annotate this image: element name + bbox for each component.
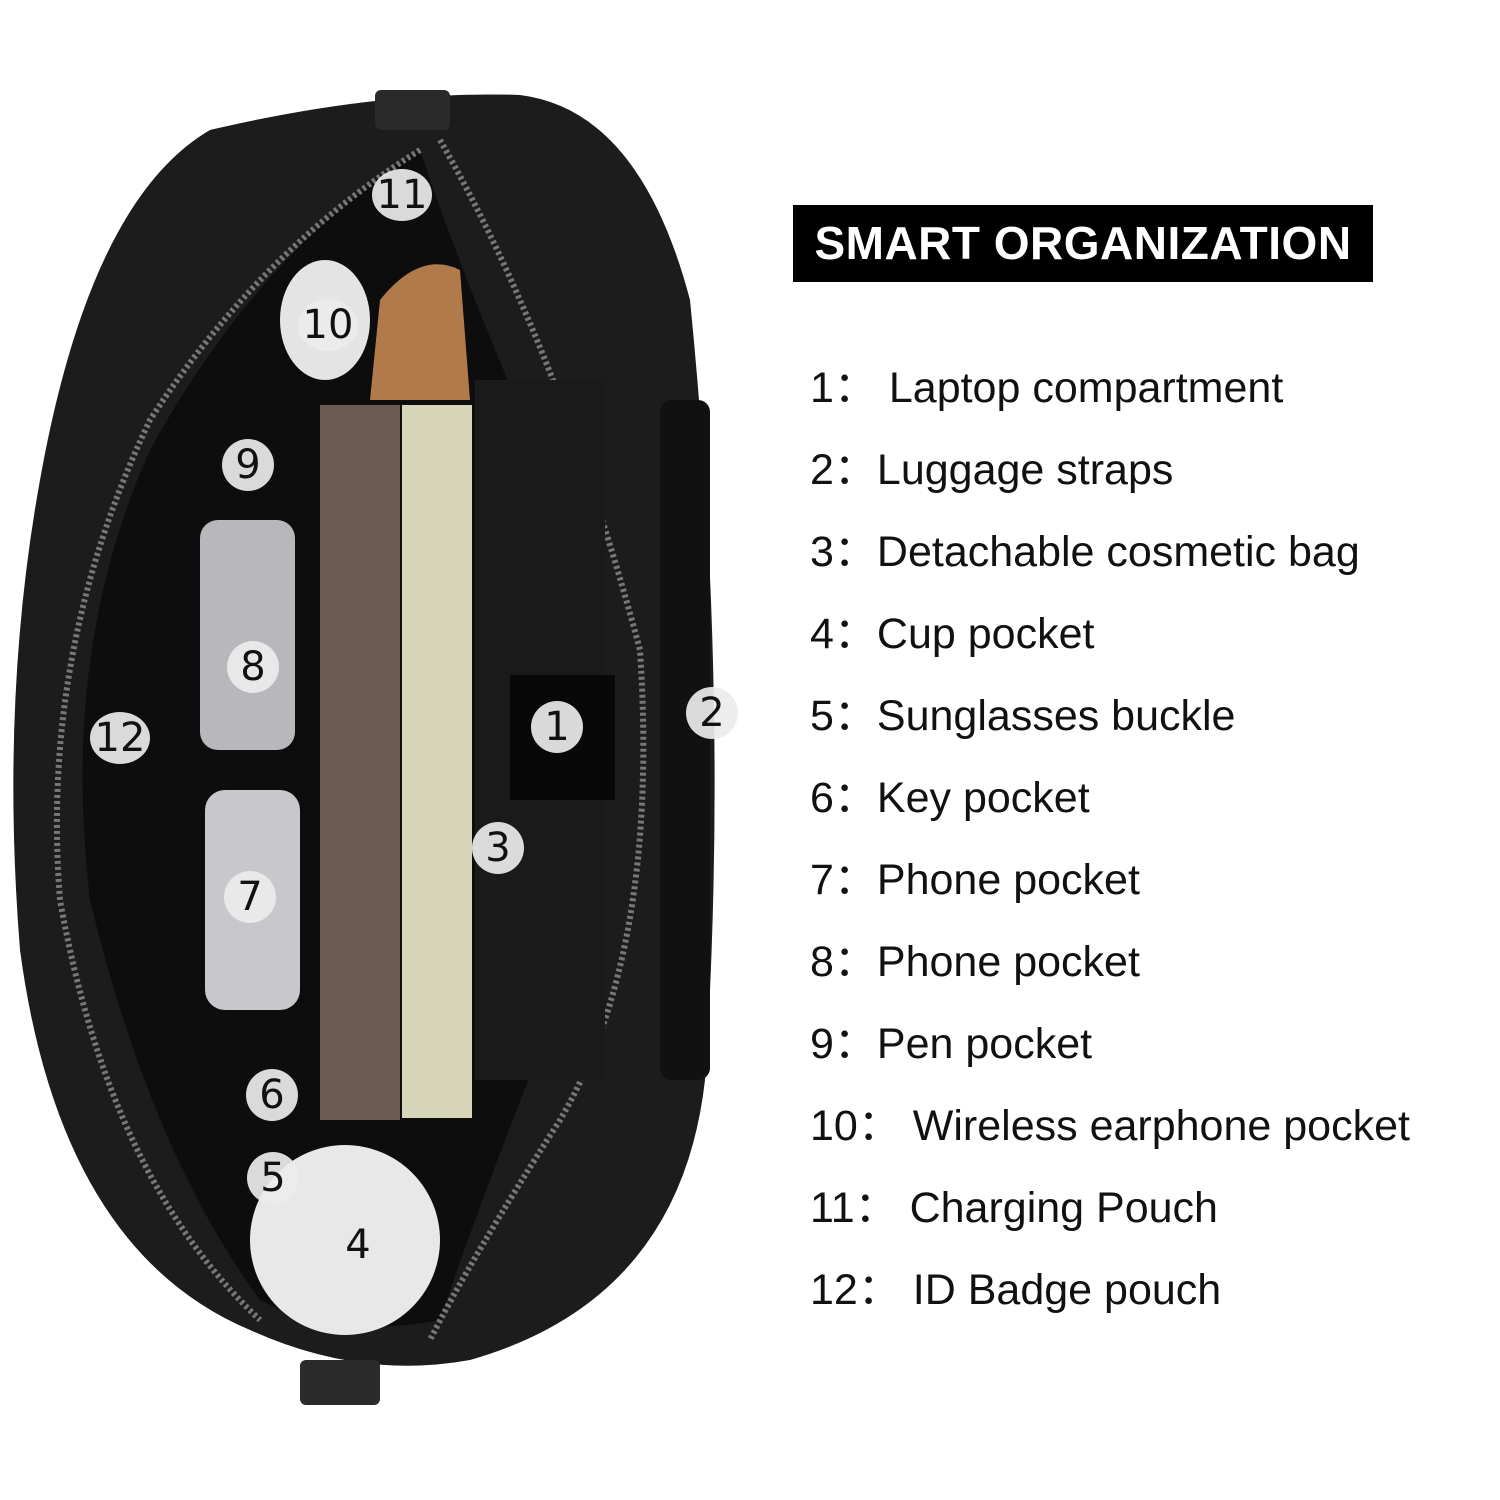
zipper-left <box>53 147 422 1323</box>
feature-item: 7：Phone pocket <box>810 855 1140 905</box>
marker-6: 6 <box>246 1069 298 1121</box>
phone-8 <box>200 520 295 750</box>
feature-number: 3： <box>810 528 877 576</box>
feature-number: 10： <box>810 1102 901 1150</box>
feature-item: 8：Phone pocket <box>810 937 1140 987</box>
feature-number: 7： <box>810 856 877 904</box>
feature-number: 1： <box>810 364 877 412</box>
feature-number: 12： <box>810 1266 901 1314</box>
brown-notebook <box>320 405 400 1120</box>
bottom-zipper-pull <box>300 1360 380 1405</box>
feature-label: Key pocket <box>876 774 1090 822</box>
marker-10: 10 <box>298 299 358 351</box>
feature-item: 11： Charging Pouch <box>810 1183 1218 1233</box>
feature-label: Detachable cosmetic bag <box>876 528 1360 576</box>
bag-photo <box>13 90 715 1405</box>
feature-item: 9：Pen pocket <box>810 1019 1092 1069</box>
feature-label: Cup pocket <box>876 610 1095 658</box>
feature-number: 4： <box>810 610 877 658</box>
feature-number: 6： <box>810 774 877 822</box>
feature-item: 2：Luggage straps <box>810 445 1173 495</box>
marker-4: 4 <box>345 1222 371 1268</box>
feature-item: 1： Laptop compartment <box>810 363 1283 413</box>
feature-item: 4：Cup pocket <box>810 609 1094 659</box>
marker-8: 8 <box>227 641 279 693</box>
marker-5: 5 <box>247 1152 299 1204</box>
marker-12: 12 <box>90 712 150 764</box>
feature-number: 9： <box>810 1020 877 1068</box>
feature-label: Luggage straps <box>876 446 1174 494</box>
marker-3: 3 <box>472 822 524 874</box>
feature-number: 5： <box>810 692 877 740</box>
top-zipper-pull <box>375 90 450 130</box>
feature-item: 5：Sunglasses buckle <box>810 691 1235 741</box>
feature-number: 8： <box>810 938 877 986</box>
cosmetic-bag <box>370 264 470 400</box>
feature-item: 3：Detachable cosmetic bag <box>810 527 1360 577</box>
marker-11: 11 <box>372 169 432 221</box>
marker-1: 1 <box>531 701 583 753</box>
feature-number: 2： <box>810 446 877 494</box>
feature-label: Laptop compartment <box>876 364 1284 412</box>
feature-label: Pen pocket <box>876 1020 1093 1068</box>
cream-notebook <box>402 405 472 1118</box>
marker-9: 9 <box>222 439 274 491</box>
zipper-right <box>427 138 647 1342</box>
feature-label: Phone pocket <box>876 938 1140 986</box>
feature-label: ID Badge pouch <box>900 1266 1222 1314</box>
feature-item: 12： ID Badge pouch <box>810 1265 1221 1315</box>
marker-7: 7 <box>224 871 276 923</box>
marker-2: 2 <box>686 687 738 739</box>
feature-number: 11： <box>810 1184 898 1232</box>
feature-label: Phone pocket <box>876 856 1140 904</box>
feature-label: Sunglasses buckle <box>876 692 1236 740</box>
feature-item: 6：Key pocket <box>810 773 1090 823</box>
feature-label: Wireless earphone pocket <box>900 1102 1410 1150</box>
section-title: SMART ORGANIZATION <box>793 205 1373 282</box>
feature-label: Charging Pouch <box>897 1184 1218 1232</box>
feature-item: 10： Wireless earphone pocket <box>810 1101 1410 1151</box>
luggage-strap <box>660 400 710 1080</box>
cup <box>250 1145 440 1335</box>
